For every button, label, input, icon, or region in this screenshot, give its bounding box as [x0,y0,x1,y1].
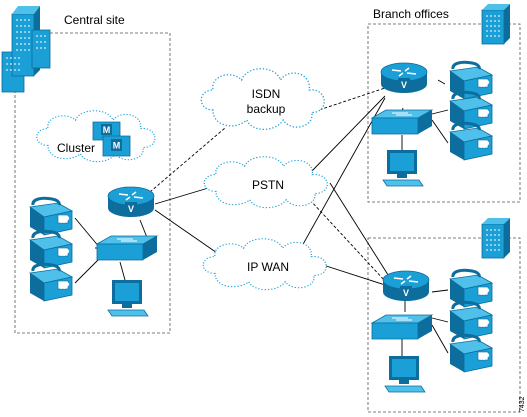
isdn-cloud-label-line1: ISDN [252,87,281,101]
svg-text:V: V [401,80,407,90]
svg-text:IP: IP [480,79,490,90]
svg-text:V: V [128,204,134,214]
central-ip-phone-icon: IP [28,262,74,303]
svg-text:M: M [113,141,121,151]
branch-1-ip-phone-icon: IP [448,60,494,101]
branch-2-ip-phone-icon: IP [448,300,494,341]
isdn-cloud-label-line2: backup [247,102,286,116]
svg-text:IP: IP [480,352,490,363]
branch-2-router-icon: V [382,270,430,302]
call-manager-icon: M M [92,121,131,157]
central-workstation-icon [107,279,149,317]
branch-1-router-icon: V [380,62,428,94]
svg-text:IP: IP [480,109,490,120]
svg-text:IP: IP [480,319,490,330]
svg-text:IP: IP [60,215,70,226]
svg-text:M: M [103,125,111,135]
pstn-cloud-label: PSTN [252,178,284,192]
svg-text:IP: IP [480,140,490,151]
ip-wan-cloud-label: IP WAN [247,260,289,274]
branch-2-ip-phone-icon: IP [448,333,494,374]
central-ip-phone-icon: IP [28,196,74,237]
svg-text:IP: IP [480,287,490,298]
central-ip-phone-icon: IP [28,229,74,270]
dashed-links [149,87,386,282]
central-site-boundary [14,32,171,334]
branch-offices-label: Branch offices [373,7,449,21]
central-router-icon: V [107,186,155,218]
svg-text:V: V [403,288,409,298]
central-site-building-icon [1,6,51,93]
branch-office-2-boundary [367,237,521,413]
branch-office-2-building-icon [481,217,511,259]
central-switch-icon [96,235,158,261]
branch-1-switch-icon [371,109,433,135]
central-site-label: Central site [64,13,125,27]
branch-1-ip-phone-icon: IP [448,90,494,131]
cluster-label: Cluster [57,141,95,155]
branch-1-workstation-icon [382,149,424,187]
branch-2-workstation-icon [384,355,426,393]
branch-office-1-building-icon [481,3,511,45]
svg-text:IP: IP [60,248,70,259]
svg-text:IP: IP [60,281,70,292]
branch-1-ip-phone-icon: IP [448,121,494,162]
figure-number: 7432 [519,396,526,412]
branch-2-ip-phone-icon: IP [448,268,494,309]
branch-2-switch-icon [371,314,433,340]
